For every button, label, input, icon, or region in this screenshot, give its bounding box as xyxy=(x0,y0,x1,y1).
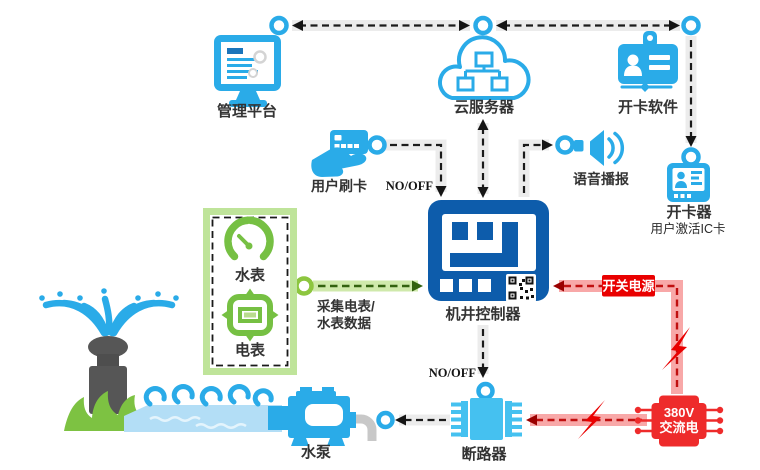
node-circle-voice xyxy=(555,135,575,155)
connector-controller-breaker xyxy=(477,325,489,378)
card-software-node: 开卡软件 xyxy=(618,31,678,116)
management-platform-label: 管理平台 xyxy=(217,102,277,120)
gear-icon xyxy=(253,50,267,64)
water-spray-icon xyxy=(42,295,176,337)
circuit-breaker-label: 断路器 xyxy=(461,445,507,463)
cloud-server-label: 云服务器 xyxy=(454,98,515,116)
connector-platform-cloud xyxy=(292,20,470,31)
circuit-breaker-icon xyxy=(451,398,522,440)
user-card-swipe-label: 用户刷卡 xyxy=(311,178,367,194)
pipe-icon xyxy=(356,414,377,441)
card-reader-sublabel: 用户激活IC卡 xyxy=(650,221,725,236)
well-controller-node: 机井控制器 xyxy=(428,200,549,323)
node-circle-pump xyxy=(376,410,395,430)
water-meter-label: 水表 xyxy=(235,266,266,284)
well-controller-label: 机井控制器 xyxy=(445,305,521,323)
water-pump-icon xyxy=(268,387,356,446)
connector-switchpower-controller xyxy=(553,280,683,394)
lightning-icon xyxy=(578,400,605,439)
svg-text:开关电源: 开关电源 xyxy=(602,279,654,294)
connector-swipe-controller xyxy=(385,139,447,197)
water-meter-icon xyxy=(224,216,274,261)
electric-meter-label: 电表 xyxy=(235,341,266,359)
node-circle-cloud xyxy=(473,15,493,36)
no-off-label-bottom: NO/OFF xyxy=(429,366,477,380)
collect-data-label-line2: 水表数据 xyxy=(317,315,371,331)
sprinkler-head-icon xyxy=(88,336,128,358)
gear-icon xyxy=(248,68,258,78)
ac-power-label-line2: 交流电 xyxy=(659,420,698,435)
badge-icon xyxy=(618,44,678,84)
voice-broadcast-node: 语音播报 xyxy=(573,130,629,187)
water-stream xyxy=(124,384,282,432)
node-circle-breaker xyxy=(476,381,495,401)
ac-power-label-line1: 380V xyxy=(664,405,695,420)
water-pump-node: 水泵 xyxy=(268,387,377,461)
card-software-label: 开卡软件 xyxy=(618,98,678,116)
node-circle-platform xyxy=(269,15,289,36)
cloud-server-node: 云服务器 xyxy=(438,35,531,116)
user-card-swipe-node: 用户刷卡 xyxy=(311,130,368,194)
connector-controller-voice xyxy=(518,139,553,197)
connector-breaker-pump xyxy=(395,414,450,426)
node-circle-cardsoftware xyxy=(681,15,701,36)
node-circle-meters xyxy=(294,276,314,296)
management-platform-node: 管理平台 xyxy=(214,35,281,120)
lightning-icon xyxy=(662,327,690,370)
no-off-label-top: NO/OFF xyxy=(386,179,434,193)
meters-box: 水表 电表 xyxy=(203,208,297,375)
card-reader-label: 开卡器 xyxy=(666,203,712,221)
node-circle-cardreader xyxy=(681,147,701,167)
water-pump-label: 水泵 xyxy=(301,443,331,461)
connector-cloud-cardsoftware xyxy=(496,20,680,31)
electric-meter-icon xyxy=(221,288,279,342)
collect-data-label-line1: 采集电表/ xyxy=(317,298,375,314)
speaker-icon xyxy=(574,140,584,152)
voice-broadcast-label: 语音播报 xyxy=(573,171,629,187)
connector-meters-controller xyxy=(313,280,423,292)
wave-curl-icon xyxy=(143,384,274,407)
hand-icon xyxy=(311,147,367,177)
ac-power-node: 380V 交流电 xyxy=(634,395,724,447)
connector-cloud-controller xyxy=(477,119,489,198)
switch-power-label: 开关电源 xyxy=(602,275,655,297)
node-circle-swipe xyxy=(367,135,387,155)
circuit-breaker-node: 断路器 xyxy=(451,398,522,463)
connector-cardsoftware-cardreader xyxy=(685,36,697,147)
card-reader-node: 开卡器 用户激活IC卡 xyxy=(650,163,726,236)
qr-code-icon xyxy=(506,274,536,302)
fountain xyxy=(39,288,179,431)
